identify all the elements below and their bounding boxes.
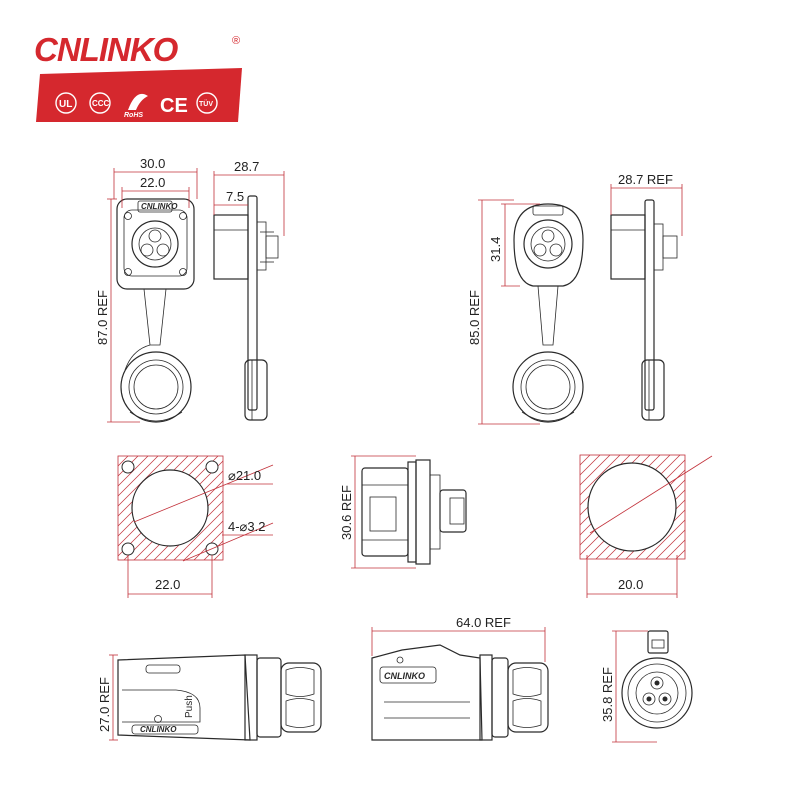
hatch-line	[675, 549, 685, 559]
dim-22-bottom: 22.0	[127, 555, 213, 598]
hatch-line	[118, 456, 119, 457]
dim-87: 87.0 REF	[95, 198, 140, 423]
tuv-icon: TÜV	[196, 92, 218, 114]
svg-text:31.4: 31.4	[488, 237, 503, 262]
socket-square-front-view: CNLINKO	[116, 198, 195, 423]
hatch-line	[284, 456, 388, 560]
svg-text:22.0: 22.0	[140, 175, 165, 190]
dim-85: 85.0 REF	[467, 199, 540, 425]
svg-text:22.0: 22.0	[155, 577, 180, 592]
dim-28-7: 28.7	[213, 159, 285, 236]
hatch-line	[776, 455, 800, 559]
dim-35-8: 35.8 REF	[600, 630, 657, 743]
brand-logo: CNLINKO ® UL CCC RoHS CE TÜV	[34, 31, 242, 122]
svg-text:20.0: 20.0	[618, 577, 643, 592]
hatch-line	[756, 455, 800, 559]
svg-text:CNLINKO: CNLINKO	[140, 725, 177, 734]
hatch-line	[736, 455, 800, 559]
dim-round-cutout-leader	[589, 455, 713, 534]
svg-text:UL: UL	[59, 99, 72, 110]
hatch-line	[118, 456, 149, 487]
hatch-line	[183, 520, 223, 560]
svg-text:CCC: CCC	[92, 99, 110, 108]
svg-text:87.0 REF: 87.0 REF	[95, 290, 110, 345]
square-panel-cutout	[117, 455, 418, 561]
hatch-line	[706, 455, 800, 559]
dim-7-5: 7.5	[214, 189, 248, 206]
dim-4-dia-3-2: 4-⌀3.2	[182, 519, 274, 562]
hatch-line	[580, 455, 601, 476]
dim-30-6: 30.6 REF	[339, 455, 416, 569]
rohs-icon: RoHS	[124, 93, 148, 119]
dim-64: 64.0 REF	[371, 615, 546, 662]
ccc-icon: CCC	[89, 92, 111, 114]
hatch-line	[766, 455, 800, 559]
dim-22-top: 22.0	[121, 175, 190, 208]
svg-text:35.8 REF: 35.8 REF	[600, 667, 615, 722]
dim-dia-21: ⌀21.0	[133, 464, 274, 523]
svg-text:30.0: 30.0	[140, 156, 165, 171]
round-panel-cutout	[579, 454, 800, 560]
hatch-line	[580, 455, 611, 486]
hatch-line	[665, 539, 685, 559]
svg-text:CE: CE	[160, 95, 188, 117]
svg-text:⌀21.0: ⌀21.0	[228, 468, 261, 483]
hatch-line	[118, 456, 139, 477]
hatch-line	[746, 455, 800, 559]
dim-28-7-ref: 28.7 REF	[610, 172, 683, 236]
brand-wordmark: CNLINKO	[34, 31, 179, 68]
hatch-line	[118, 456, 129, 467]
svg-text:RoHS: RoHS	[124, 112, 143, 119]
hatch-line	[173, 510, 223, 560]
dim-27: 27.0 REF	[97, 654, 118, 741]
socket-square-side-view	[213, 195, 279, 421]
registered-mark: ®	[232, 35, 240, 47]
svg-text:27.0 REF: 27.0 REF	[97, 677, 112, 732]
ul-icon: UL	[55, 92, 77, 114]
hatch-line	[655, 529, 685, 559]
plug-side-view: CNLINKO	[371, 644, 549, 741]
svg-text:TÜV: TÜV	[199, 99, 213, 108]
plug-face-view	[621, 630, 693, 729]
svg-text:4-⌀3.2: 4-⌀3.2	[228, 519, 265, 534]
dim-31-4: 31.4	[488, 203, 540, 287]
socket-round-side-view	[610, 199, 678, 421]
svg-text:30.6 REF: 30.6 REF	[339, 485, 354, 540]
svg-text:CNLINKO: CNLINKO	[384, 671, 425, 681]
hatch-line	[580, 455, 581, 456]
hatch-line	[580, 455, 591, 466]
hatch-line	[203, 540, 223, 560]
hatch-line	[580, 455, 621, 496]
svg-text:64.0 REF: 64.0 REF	[456, 615, 511, 630]
hatch-line	[786, 455, 800, 559]
svg-text:CNLINKO: CNLINKO	[141, 202, 178, 211]
hatch-line	[314, 456, 418, 560]
dim-30: 30.0	[113, 156, 198, 199]
dim-20: 20.0	[586, 555, 678, 598]
hatch-line	[118, 456, 159, 497]
svg-text:28.7: 28.7	[234, 159, 259, 174]
ce-icon: CE	[160, 95, 188, 117]
socket-round-front-view	[512, 203, 584, 423]
hatch-line	[726, 455, 800, 559]
hatch-line	[686, 455, 790, 559]
hatch-line	[118, 456, 169, 507]
svg-text:7.5: 7.5	[226, 189, 244, 204]
hatch-line	[304, 456, 408, 560]
hatch-line	[716, 455, 800, 559]
svg-text:85.0 REF: 85.0 REF	[467, 290, 482, 345]
svg-text:Push: Push	[184, 695, 195, 718]
svg-text:28.7 REF: 28.7 REF	[618, 172, 673, 187]
mated-side-view	[361, 459, 467, 565]
hatch-line	[696, 455, 800, 559]
hatch-line	[645, 519, 685, 559]
plug-top-view: Push CNLINKO	[117, 654, 322, 741]
